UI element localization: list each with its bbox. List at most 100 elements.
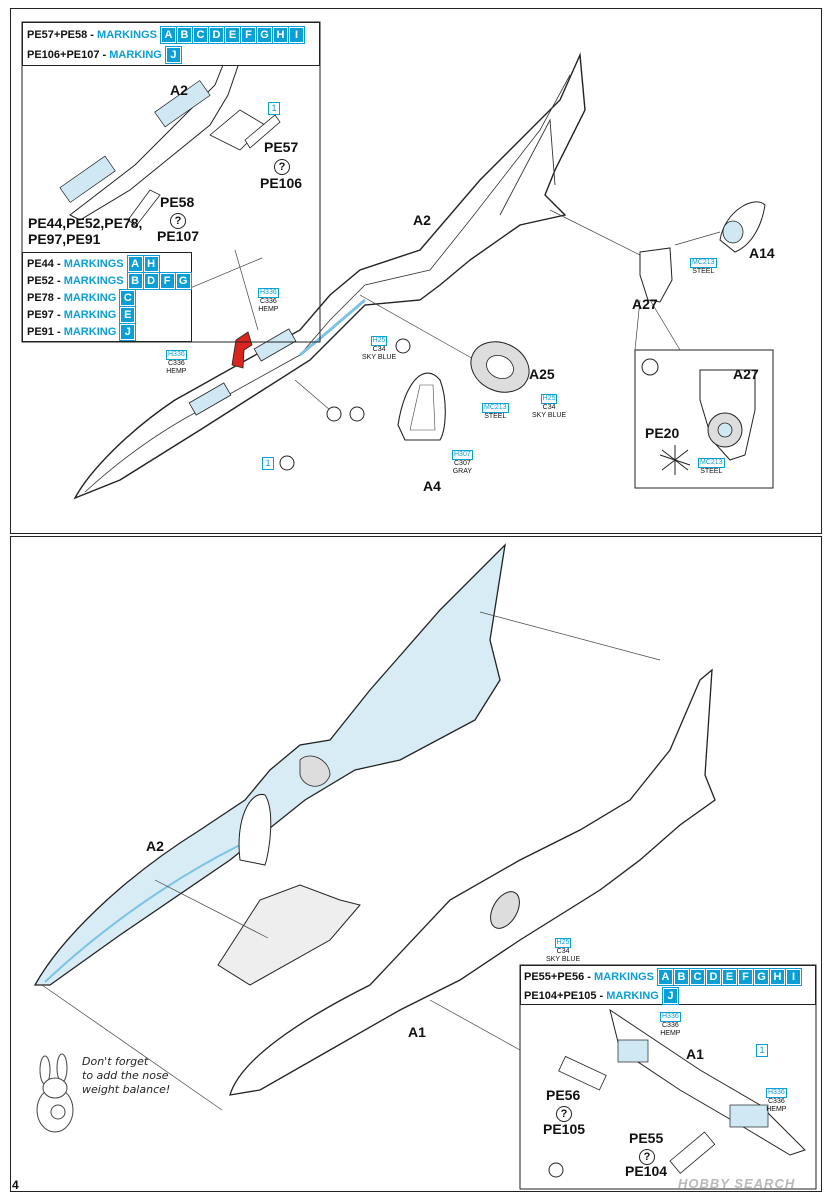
marking-letter: H bbox=[271, 26, 289, 44]
markings-row: PE97 - MARKING E bbox=[27, 306, 137, 324]
fuselage-half-a2-bottom bbox=[33, 543, 506, 986]
paint-num: C336 bbox=[662, 1022, 679, 1029]
label-pe105: PE105 bbox=[543, 1121, 586, 1137]
label-pe58: PE58 bbox=[160, 194, 195, 210]
parts-label: PE44 bbox=[27, 258, 54, 270]
paint-code: H336 bbox=[660, 1012, 681, 1022]
question-icon: ? bbox=[639, 1149, 655, 1165]
markings-label: MARKING bbox=[63, 309, 117, 321]
label-a14: A14 bbox=[749, 245, 775, 261]
paint-num: C34 bbox=[542, 404, 556, 411]
parts-label: PE55+PE56 bbox=[524, 971, 585, 983]
paint-num: C336 bbox=[768, 1098, 785, 1105]
markings-label: MARKING bbox=[63, 292, 117, 304]
paint-code: MC213 bbox=[690, 258, 717, 268]
marking-letter: G bbox=[752, 968, 770, 986]
question-mark: ? bbox=[556, 1104, 572, 1122]
paint-name: HEMP bbox=[166, 368, 187, 375]
label-pe55: PE55 bbox=[629, 1130, 664, 1146]
callout-number: 1 bbox=[262, 457, 274, 470]
paint-num: C307 bbox=[454, 460, 471, 467]
label-a25: A25 bbox=[529, 366, 555, 382]
marking-letter: A bbox=[126, 255, 144, 273]
paint-name: HEMP bbox=[766, 1106, 787, 1113]
markings-label: MARKINGS bbox=[63, 258, 124, 270]
markings-line-2: PE104+PE105 - MARKING J bbox=[524, 987, 679, 1005]
label-a27-inset: A27 bbox=[733, 366, 759, 382]
markings-row: PE91 - MARKING J bbox=[27, 323, 137, 341]
markings-label: MARKING bbox=[63, 326, 117, 338]
label-a2-inset: A2 bbox=[170, 82, 188, 98]
paint-code: H25 bbox=[370, 336, 388, 346]
marking-letter: J bbox=[119, 323, 137, 341]
label-pe107: PE107 bbox=[157, 228, 200, 244]
paint-code: MC213 bbox=[482, 403, 509, 413]
paint-name: HEMP bbox=[660, 1030, 681, 1037]
parts-label: PE78 bbox=[27, 292, 54, 304]
markings-label: MARKINGS bbox=[594, 971, 654, 983]
fuselage-half-a2-outline bbox=[73, 52, 586, 500]
marking-letter: C bbox=[119, 289, 137, 307]
label-pe57: PE57 bbox=[264, 139, 299, 155]
note-line: Don't forget bbox=[82, 1055, 149, 1068]
paint-num: C34 bbox=[556, 948, 570, 955]
page-number: 4 bbox=[12, 1178, 19, 1192]
marking-letter: B bbox=[175, 26, 193, 44]
label-a1: A1 bbox=[408, 1024, 426, 1040]
parts-label: PE97 bbox=[27, 309, 54, 321]
paint-name: SKY BLUE bbox=[362, 354, 397, 361]
fin-line bbox=[499, 118, 556, 216]
marking-letter: A bbox=[656, 968, 674, 986]
label-a2-bottom: A2 bbox=[146, 838, 164, 854]
markings-label: MARKINGS bbox=[97, 29, 157, 41]
paint-name: STEEL bbox=[692, 268, 715, 275]
paint-name: GRAY bbox=[452, 468, 473, 475]
intake-blue bbox=[299, 298, 366, 357]
question-icon: ? bbox=[170, 213, 186, 229]
label-pe56: PE56 bbox=[546, 1087, 581, 1103]
note-line: to add the nose bbox=[82, 1069, 169, 1082]
marking-letter: D bbox=[704, 968, 722, 986]
paint-name: HEMP bbox=[258, 306, 279, 313]
markings-label: MARKING bbox=[606, 990, 659, 1002]
marking-letter: F bbox=[158, 272, 176, 290]
marking-letter: F bbox=[736, 968, 754, 986]
paint-num: C336 bbox=[168, 360, 185, 367]
part-a27 bbox=[639, 247, 673, 303]
marking-letter: G bbox=[174, 272, 192, 290]
marking-letter: E bbox=[720, 968, 738, 986]
callout-number: 1 bbox=[268, 102, 280, 115]
paint-name: STEEL bbox=[484, 413, 507, 420]
label-a4: A4 bbox=[423, 478, 441, 494]
label-pe104: PE104 bbox=[625, 1163, 668, 1179]
paint-code: H336 bbox=[766, 1088, 787, 1098]
label-a27: A27 bbox=[632, 296, 658, 312]
marking-letter: C bbox=[191, 26, 209, 44]
marking-letter: A bbox=[159, 26, 177, 44]
marking-letter: I bbox=[287, 26, 305, 44]
question-mark: ? bbox=[274, 157, 290, 175]
question-icon: ? bbox=[274, 159, 290, 175]
question-mark: ? bbox=[170, 211, 186, 229]
parts-label: PE52 bbox=[27, 275, 54, 287]
paint-code: H25 bbox=[554, 938, 572, 948]
paint-code: H307 bbox=[452, 450, 473, 460]
question-mark: ? bbox=[639, 1147, 655, 1165]
marking-letter: E bbox=[223, 26, 241, 44]
marking-letter: I bbox=[784, 968, 802, 986]
marking-letter: F bbox=[239, 26, 257, 44]
paint-num: C34 bbox=[372, 346, 386, 353]
weight-balance-note: Don't forget to add the nose weight bala… bbox=[82, 1055, 170, 1097]
marking-letter: H bbox=[768, 968, 786, 986]
paint-name: SKY BLUE bbox=[546, 956, 581, 963]
